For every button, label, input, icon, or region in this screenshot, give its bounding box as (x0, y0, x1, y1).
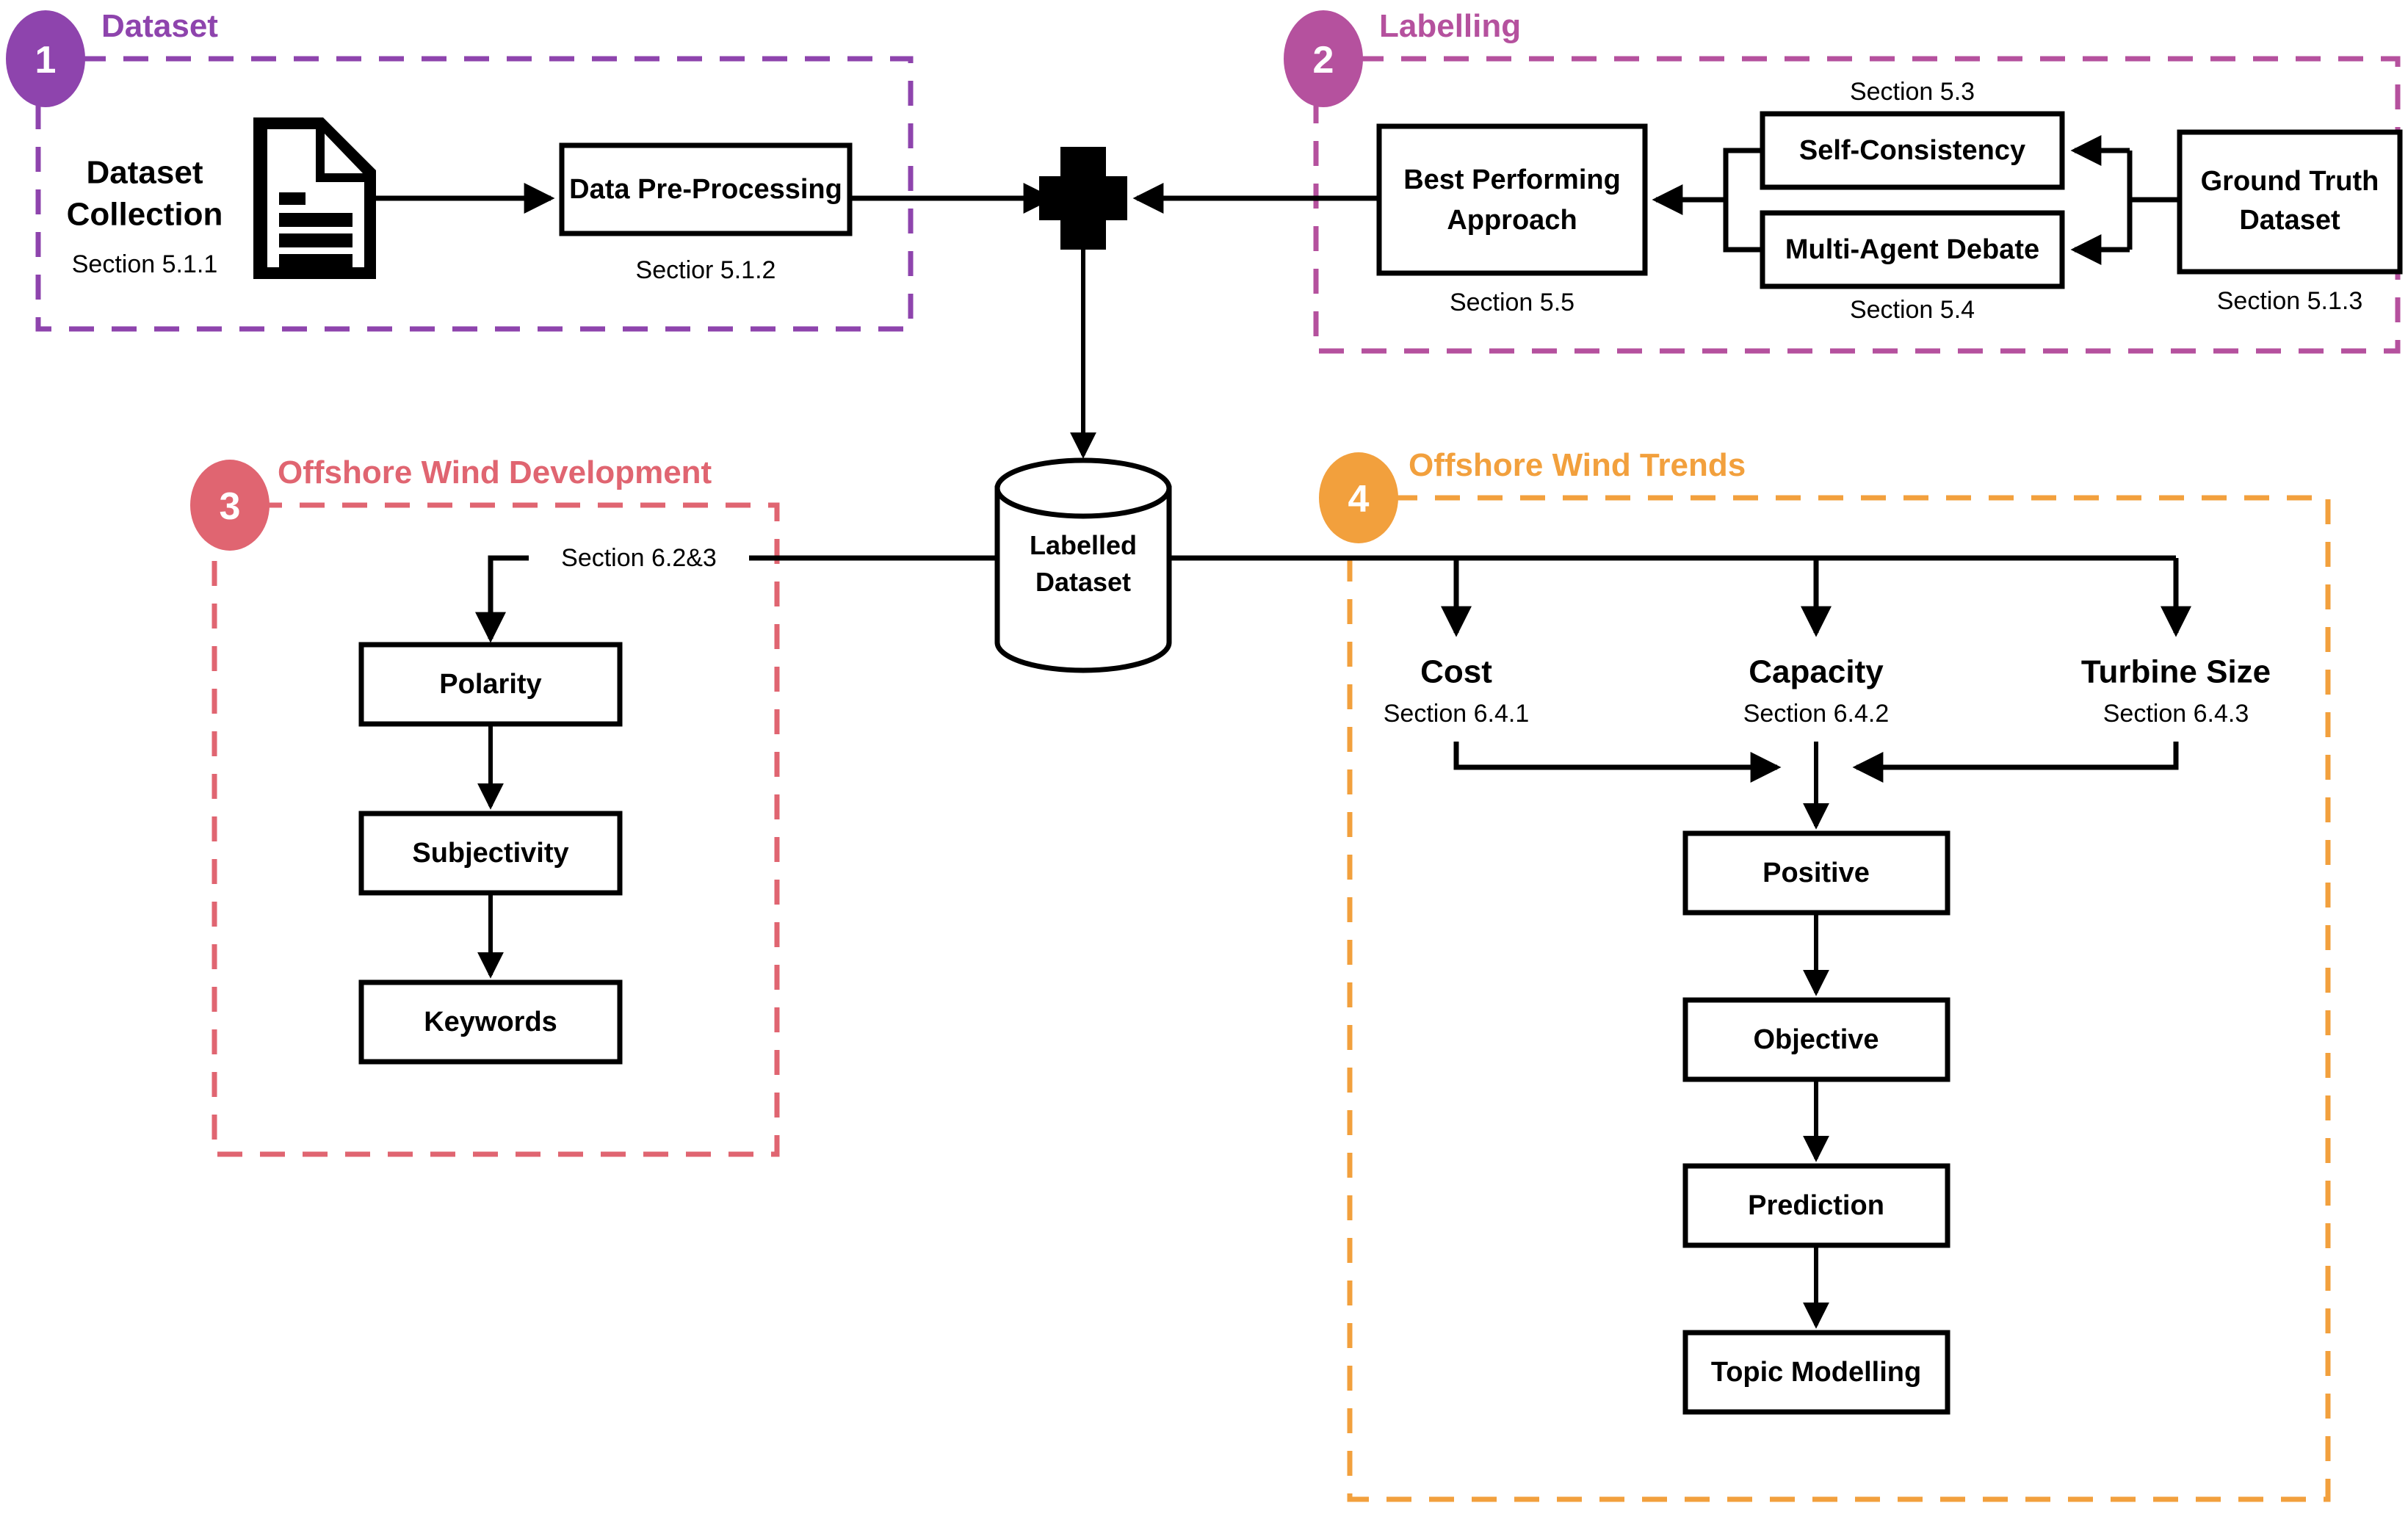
branch-cost-section: Section 6.4.1 (1384, 700, 1529, 728)
group-1-badge (6, 10, 85, 107)
node-positive[interactable] (1682, 830, 1950, 916)
node-best-performing-approach-section: Section 5.5 (1450, 289, 1574, 316)
node-polarity-label: Polarity (439, 669, 541, 700)
group-2-dashed-boundary (1313, 56, 2401, 354)
branch-cost-label: Cost (1420, 654, 1492, 690)
node-ground-truth-dataset[interactable] (2177, 129, 2403, 275)
node-subjectivity-label: Subjectivity (412, 838, 568, 869)
node-data-pre-processing-section: Sectior 5.1.2 (636, 256, 776, 284)
group-1-dashed-boundary (35, 56, 914, 332)
node-keywords[interactable] (358, 979, 623, 1065)
node-prediction[interactable] (1682, 1163, 1950, 1248)
node-data-pre-processing[interactable] (559, 142, 853, 236)
group-2-badge-number: 2 (1313, 39, 1334, 81)
group-1-title: Dataset (101, 8, 218, 44)
branch-turbine-size-section: Section 6.4.3 (2103, 700, 2249, 728)
labelled-dataset-line2: Dataset (1035, 567, 1131, 597)
node-polarity[interactable] (358, 642, 623, 727)
node-topic-modelling[interactable] (1682, 1330, 1950, 1415)
branch-capacity-section: Section 6.4.2 (1743, 700, 1889, 728)
group-4-title: Offshore Wind Trends (1409, 447, 1746, 483)
node-ground-truth-dataset-section: Section 5.1.3 (2217, 287, 2362, 315)
cylinder-database-icon[interactable] (994, 457, 1172, 673)
node-positive-label: Positive (1762, 858, 1870, 888)
node-keywords-label: Keywords (424, 1007, 557, 1037)
dataset-collection-section: Section 5.1.1 (72, 250, 217, 278)
group-3-badge-number: 3 (220, 485, 241, 528)
group-3-title: Offshore Wind Development (278, 454, 712, 490)
arrow-turbine-merge (1852, 742, 2179, 783)
node-multi-agent-debate[interactable] (1760, 210, 2065, 289)
node-best-performing-approach-line1: Best Performing (1403, 164, 1621, 195)
group-4-badge-number: 4 (1348, 478, 1370, 521)
node-prediction-label: Prediction (1748, 1190, 1884, 1221)
node-multi-agent-debate-section: Section 5.4 (1850, 296, 1975, 324)
dataset-collection-line2: Collection (67, 197, 223, 233)
node-self-consistency[interactable] (1760, 111, 2065, 190)
group-2-badge (1284, 10, 1363, 107)
node-best-performing-approach[interactable] (1376, 123, 1648, 276)
group-4-badge (1319, 452, 1398, 543)
node-objective-label: Objective (1753, 1024, 1879, 1055)
group-2-title: Labelling (1379, 8, 1521, 44)
dataset-collection-line1: Dataset (87, 155, 203, 191)
node-multi-agent-debate-label: Multi-Agent Debate (1785, 234, 2039, 265)
arrow-approaches-to-best (1723, 148, 1762, 253)
group-3-inbound-section-label: Section 6.2&3 (561, 544, 717, 572)
node-ground-truth-dataset-line1: Ground Truth (2201, 166, 2379, 197)
node-data-pre-processing-label: Data Pre-Processing (569, 174, 842, 205)
group-1-badge-number: 1 (35, 39, 57, 81)
arrow-cost-merge (1453, 742, 1782, 783)
group-4-dashed-boundary (1347, 495, 2331, 1502)
document-icon (253, 117, 376, 279)
node-ground-truth-dataset-line2: Dataset (2239, 205, 2340, 236)
plus-icon (1039, 147, 1127, 250)
node-topic-modelling-label: Topic Modelling (1711, 1357, 1921, 1388)
branch-capacity-label: Capacity (1749, 654, 1884, 690)
node-self-consistency-section: Section 5.3 (1850, 78, 1975, 106)
group-3-badge (190, 460, 270, 551)
branch-turbine-size-label: Turbine Size (2081, 654, 2271, 690)
node-subjectivity[interactable] (358, 811, 623, 896)
labelled-dataset-line1: Labelled (1030, 530, 1137, 560)
node-self-consistency-label: Self-Consistency (1799, 135, 2025, 166)
group-3-dashed-boundary (211, 502, 780, 1157)
node-best-performing-approach-line2: Approach (1447, 205, 1577, 236)
arrow-development-branch (475, 555, 529, 643)
arrow-groundtruth-trunk (2127, 151, 2180, 203)
